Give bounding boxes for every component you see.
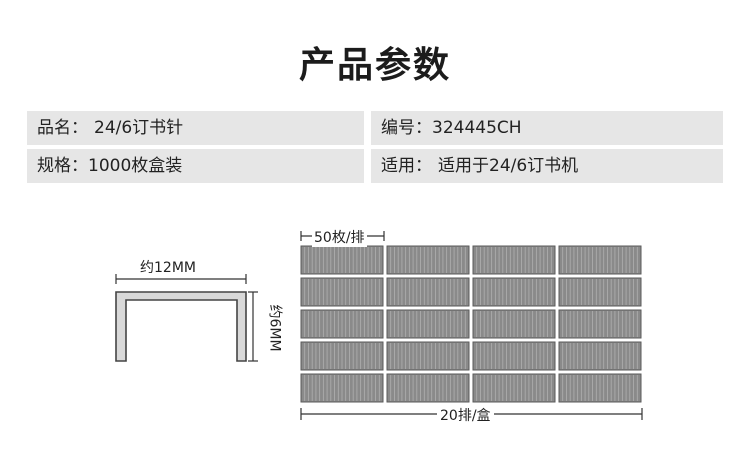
width-label: 约12MM [140, 260, 196, 276]
staple-strips-grid [300, 245, 642, 403]
page-title: 产品参数 [298, 45, 451, 86]
spec-separator: ： [71, 156, 88, 176]
spec-cell-applicable: 适用： 适用于24/6订书机 [371, 149, 723, 183]
spec-label: 规格 [37, 156, 71, 176]
spec-label: 品名 [37, 118, 71, 138]
box-label: 20排/盒 [437, 405, 494, 425]
spec-separator: ： [71, 118, 88, 138]
spec-value: 324445CH [432, 118, 522, 138]
spec-value: 1000枚盒装 [88, 156, 183, 176]
spec-cell-code: 编号：324445CH [371, 111, 723, 145]
spec-cell-size: 规格：1000枚盒装 [27, 149, 364, 183]
spec-cell-name: 品名： 24/6订书针 [27, 111, 364, 145]
spec-value: 24/6订书针 [94, 118, 184, 138]
spec-label: 适用 [381, 156, 415, 176]
spec-value: 适用于24/6订书机 [438, 156, 579, 176]
height-label: 约6MM [266, 304, 283, 352]
row-label: 50枚/排 [312, 227, 367, 247]
spec-separator: ： [415, 156, 432, 176]
staple-profile-shape [115, 291, 247, 362]
spec-label: 编号 [381, 118, 415, 138]
spec-separator: ： [415, 118, 432, 138]
